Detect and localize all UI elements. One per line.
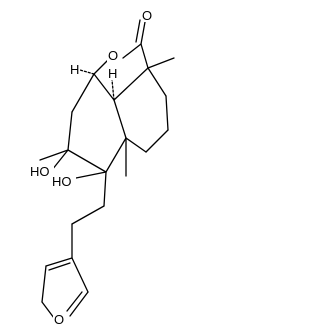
methyl-groups — [39, 57, 175, 177]
bond-c5-c4 — [105, 137, 127, 173]
side-chain — [71, 171, 107, 259]
bond-c2-c3 — [147, 67, 167, 97]
hydroxyl-label-2: HO — [52, 174, 72, 189]
furan-bond-5 — [41, 301, 55, 319]
bond-carbonyl-2 — [135, 19, 141, 43]
bond-c12-c1 — [122, 43, 142, 59]
left-ring — [67, 73, 127, 173]
molecule-structure: O O O HO HO H H — [30, 8, 175, 327]
bond-c3b-c3c — [145, 129, 169, 153]
furan-oxygen-label: O — [54, 312, 64, 327]
methyl-top-right — [147, 57, 175, 69]
hydroxyl-label-1: HO — [30, 164, 50, 179]
bond-ch2a-ch2b — [71, 205, 105, 225]
furan-bond-3 — [71, 257, 89, 293]
h-bond-left — [79, 69, 95, 75]
stereo-h-left-label: H — [70, 62, 79, 77]
bond-c9-c2 — [113, 67, 149, 101]
bond-c7-c6 — [67, 111, 73, 151]
bond-c1-c2 — [140, 43, 149, 69]
furan-bond-2 — [41, 265, 47, 303]
bond-c4-c9 — [113, 99, 127, 139]
h-bond-right — [111, 79, 115, 101]
furan-bond-4-inner — [66, 291, 83, 312]
bond-c8-c9 — [93, 73, 115, 101]
stereo-h-right-label: H — [108, 66, 117, 81]
bond-c8-c7 — [71, 73, 95, 113]
furan-bond-1-inner — [48, 262, 71, 271]
lactone-ring — [93, 19, 149, 101]
right-ring — [125, 67, 169, 153]
methyl-left — [39, 149, 69, 161]
oh-bond-2 — [75, 171, 107, 179]
furan-bond-1 — [45, 257, 73, 267]
bond-carbonyl-1 — [140, 21, 146, 45]
ring-oxygen-label: O — [108, 48, 118, 63]
oh-bond-1 — [51, 149, 69, 171]
bond-c3c-c4 — [125, 137, 147, 153]
stereo-bonds — [79, 69, 115, 101]
furan-bond-4 — [69, 291, 89, 317]
bond-c3-c3b — [165, 95, 169, 131]
bond-c6-c5 — [67, 149, 107, 173]
hydroxyl-bonds — [51, 149, 107, 179]
furan-ring — [41, 257, 89, 319]
carbonyl-oxygen-label: O — [142, 8, 152, 23]
bond-c5-ch2a — [103, 171, 107, 207]
atom-labels: O O O HO HO H H — [30, 8, 153, 327]
